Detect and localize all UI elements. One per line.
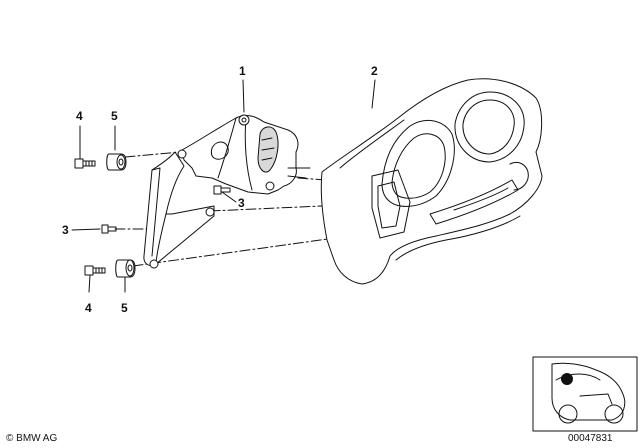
assembly-line-a bbox=[124, 151, 181, 158]
bushing-5-upper bbox=[106, 153, 127, 171]
assembly-line-c bbox=[132, 237, 336, 267]
callout-label-1: 1 bbox=[239, 64, 246, 78]
screw-3-lower bbox=[101, 224, 117, 234]
motorcycle-thumbnail bbox=[532, 356, 638, 432]
copyright-text: © BMW AG bbox=[6, 433, 58, 444]
leader-line-1 bbox=[242, 79, 245, 113]
callout-label-3-lower: 3 bbox=[62, 223, 69, 237]
screw-4-upper bbox=[74, 158, 96, 169]
leader-line-4-lower bbox=[88, 274, 91, 293]
location-marker-dot bbox=[561, 373, 573, 385]
callout-label-5-lower: 5 bbox=[121, 301, 128, 315]
callout-label-2: 2 bbox=[371, 64, 378, 78]
callout-label-4-upper: 4 bbox=[76, 109, 83, 123]
callout-label-3-upper: 3 bbox=[238, 196, 245, 210]
leader-line-3-upper bbox=[221, 191, 237, 203]
bracket-assembly bbox=[143, 114, 311, 269]
image-number-text: 00047831 bbox=[568, 433, 613, 444]
screw-3-upper bbox=[213, 185, 231, 195]
leader-line-2 bbox=[371, 79, 376, 109]
instrument-housing bbox=[320, 78, 543, 285]
callout-label-4-lower: 4 bbox=[85, 301, 92, 315]
assembly-line-e bbox=[209, 205, 323, 212]
callout-label-5-upper: 5 bbox=[111, 109, 118, 123]
screw-4-lower bbox=[84, 265, 106, 276]
leader-line-3-lower bbox=[71, 228, 101, 231]
bushing-5-lower bbox=[115, 259, 136, 278]
